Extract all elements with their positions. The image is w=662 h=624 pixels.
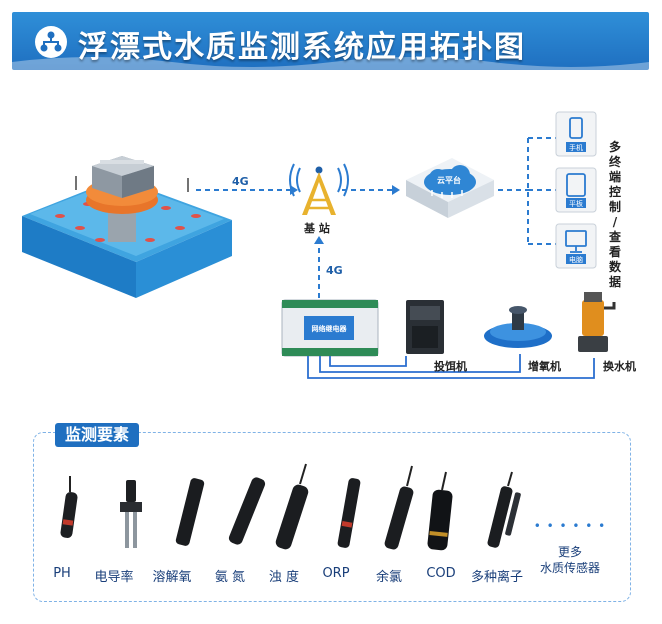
control-wiring <box>307 354 595 379</box>
sensor-turbidity <box>275 463 309 550</box>
phone-label: 手机 <box>569 143 583 152</box>
multi-terminal-char: 多 <box>608 140 621 154</box>
sensor-ammonia-nitrogen <box>228 477 266 545</box>
controller-label: 网络继电器 <box>312 324 348 333</box>
sensor-conductivity <box>120 480 142 548</box>
pond-illustration <box>22 156 232 298</box>
tablet-label: 平板 <box>569 199 583 208</box>
link-4g-left-label: 4G <box>232 175 249 188</box>
multi-terminal-char: 数 <box>608 260 621 274</box>
sensor-dissolved-oxygen <box>175 478 205 546</box>
sensor-label: 氨 氮 <box>214 570 246 585</box>
multi-terminal-char: 终 <box>608 155 621 169</box>
sensor-label: 余氯 <box>375 570 403 585</box>
aerator-label: 增氧机 <box>528 360 561 373</box>
multi-terminal-label: 多 终 端 控 制 / 查 看 数 据 <box>607 140 623 290</box>
sensor-multi-ion <box>487 471 521 548</box>
monitoring-section-frame <box>33 432 631 602</box>
more-line-1: 更多 <box>557 545 582 559</box>
sensor-residual-chlorine <box>384 465 414 550</box>
feeder-label: 投饵机 <box>434 360 467 373</box>
multi-terminal-char: 查 <box>608 230 621 244</box>
title-banner: 浮漂式水质监测系统应用拓扑图 <box>12 12 649 70</box>
cloud-label: 云平台 <box>437 175 461 185</box>
sensor-label: 多种离子 <box>470 570 524 585</box>
monitoring-section-title: 监测要素 <box>55 423 140 447</box>
page-title: 浮漂式水质监测系统应用拓扑图 <box>78 30 526 65</box>
multi-terminal-char: / <box>612 215 618 229</box>
pc-label: 电脑 <box>569 255 583 264</box>
sensor-orp <box>337 478 361 548</box>
link-4g-up-label: 4G <box>326 264 343 277</box>
multi-terminal-char: 据 <box>608 275 621 289</box>
topology-icon <box>35 26 67 58</box>
more-dots: • • • • • • <box>533 519 607 533</box>
sensor-cod <box>427 471 453 551</box>
multi-terminal-char: 制 <box>608 200 621 214</box>
sensor-ph <box>60 476 78 538</box>
sensor-label: PH <box>53 566 71 581</box>
feeder-icon <box>406 300 444 354</box>
multi-terminal-char: 看 <box>608 245 621 259</box>
base-station-icon <box>289 163 349 215</box>
cloud-platform-icon <box>406 158 494 218</box>
multi-terminal-char: 控 <box>608 185 621 199</box>
more-sensors-note: • • • • • • 更多 水质传感器 <box>528 519 612 576</box>
pump-label: 换水机 <box>603 360 636 373</box>
sensor-label: 溶解氧 <box>152 570 192 585</box>
sensor-label: 浊 度 <box>268 570 300 585</box>
multi-terminal-char: 端 <box>608 170 621 184</box>
more-line-2: 水质传感器 <box>539 561 600 575</box>
banner-wave-decoration <box>12 57 649 70</box>
sensor-label: ORP <box>322 566 350 581</box>
sensor-label: 电导率 <box>94 570 134 585</box>
network-relay-controller <box>281 299 379 357</box>
sensor-label: COD <box>426 566 456 581</box>
water-pump-icon <box>578 292 616 352</box>
base-station-label: 基 站 <box>304 222 330 235</box>
aerator-icon <box>484 306 552 348</box>
